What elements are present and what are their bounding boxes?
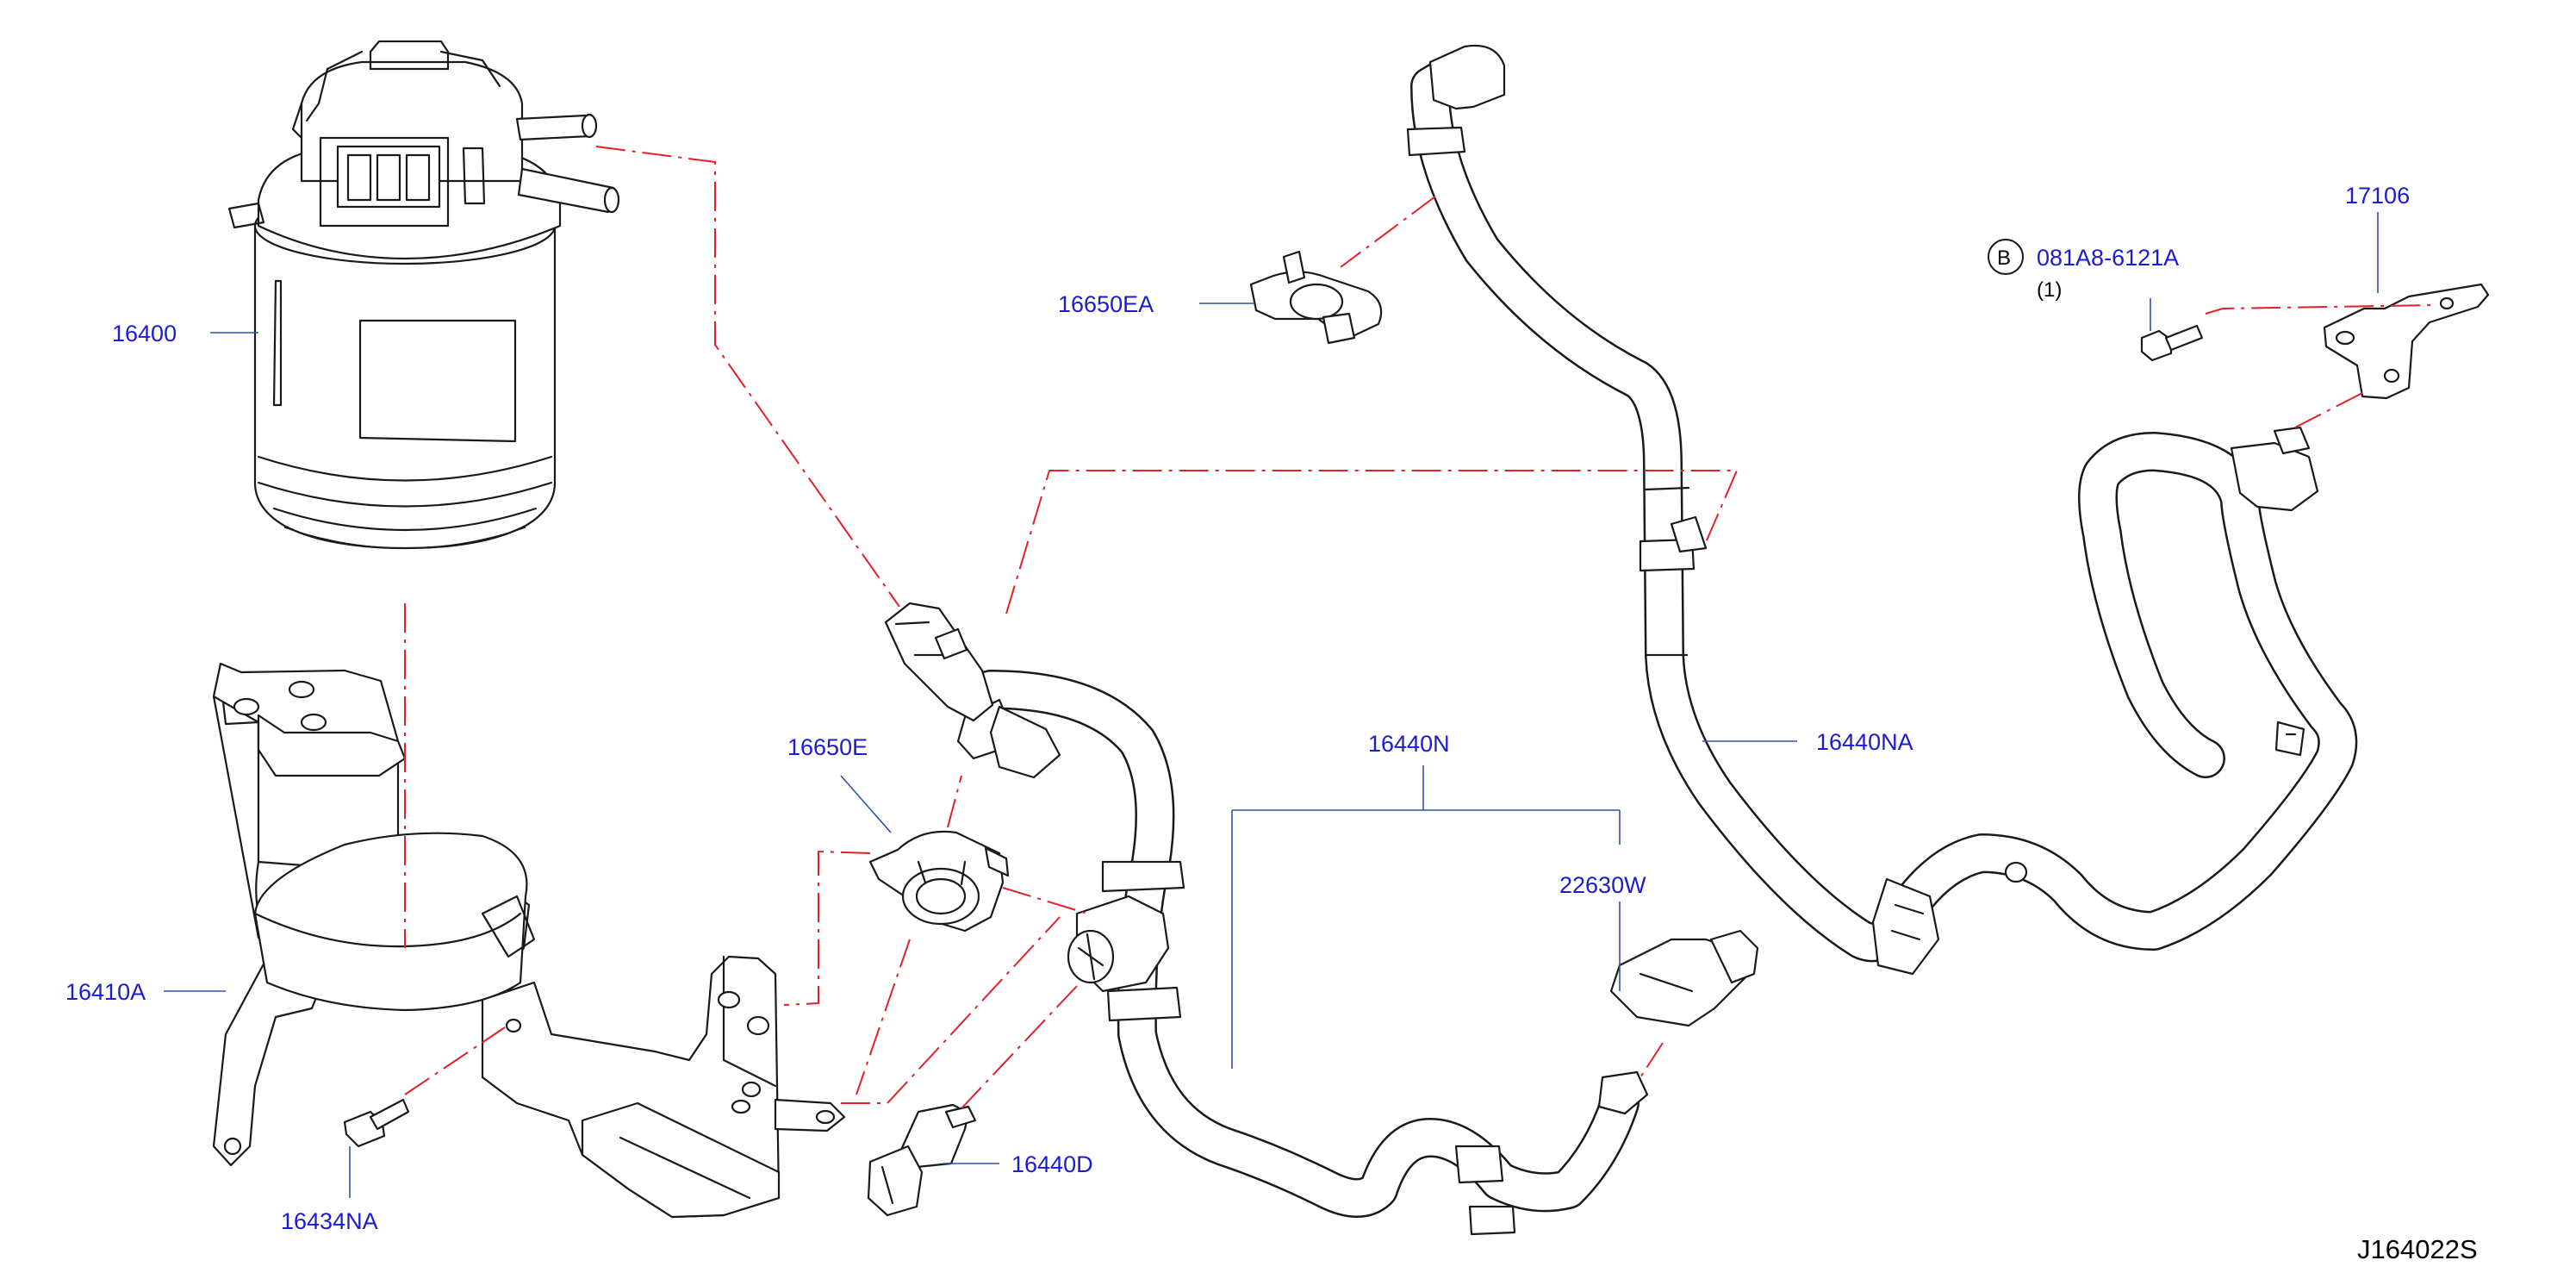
dash-clamp-e-to-inlet [947, 775, 962, 828]
fuel-hose-16440n [956, 670, 1649, 1236]
fuel-inlet-fitting [884, 602, 1061, 779]
dash-fitting-to-hose [1640, 1042, 1664, 1078]
hose-clamp-e [868, 830, 1010, 933]
part-labels: 16400 16410A 16434NA 16650E 16650EA 1644… [65, 183, 2478, 1264]
fuel-filter-assembly [227, 40, 620, 550]
bolt-marker-letter: B [1997, 246, 2011, 270]
fuel-hose-16440na [1406, 44, 1915, 963]
label-16650ea: 16650EA [1058, 291, 1154, 317]
label-16410a: 16410A [65, 979, 146, 1005]
leader-16440n [1231, 765, 1621, 1069]
bolt-marker-circle [1988, 239, 2024, 275]
fitting-22630w [1609, 929, 1759, 1027]
label-17106: 17106 [2345, 183, 2410, 209]
hose-clamp-ea [1249, 250, 1383, 345]
bracket-17106 [2323, 283, 2490, 400]
tee-fitting [1067, 895, 1170, 993]
leader-16650e [840, 775, 892, 833]
dash-clamp-e-to-foot [856, 939, 911, 1095]
label-16440n: 16440N [1368, 731, 1450, 757]
fuel-sensor [867, 1103, 977, 1217]
dash-clamp-e-to-tee [1002, 887, 1088, 914]
fuel-hose-right-loop [1871, 426, 2358, 976]
label-16434na: 16434NA [281, 1208, 378, 1234]
label-22630w: 22630W [1559, 872, 1646, 898]
dash-upper-hose-to-clamp [1340, 196, 1436, 268]
dash-foot-to-tee [841, 916, 1061, 1104]
dash-bolt-to-bracket-17106 [2205, 304, 2436, 315]
drawing-reference: J164022S [2357, 1234, 2478, 1264]
bracket-bolt [343, 1098, 410, 1148]
dash-filter-to-inlet [595, 146, 900, 608]
label-16650e: 16650E [787, 734, 868, 760]
dash-tee-to-sensor [961, 985, 1078, 1109]
connection-lines [404, 146, 2436, 1109]
label-16440d: 16440D [1011, 1151, 1093, 1177]
label-16440na: 16440NA [1816, 729, 1913, 755]
dash-bracket-to-loop [2291, 392, 2363, 430]
dash-clamp-e-to-bracket [783, 850, 871, 1006]
label-bolt-quantity: (1) [2037, 278, 2062, 302]
label-16400: 16400 [112, 321, 177, 346]
dash-bolt-to-bracket [404, 1026, 506, 1095]
bolt-081a8 [2140, 324, 2204, 362]
filter-bracket [212, 662, 846, 1219]
label-081a8-6121a: 081A8-6121A [2037, 245, 2179, 271]
leader-lines [164, 212, 2379, 1198]
dash-inlet-to-upper-hose [1005, 470, 1739, 615]
